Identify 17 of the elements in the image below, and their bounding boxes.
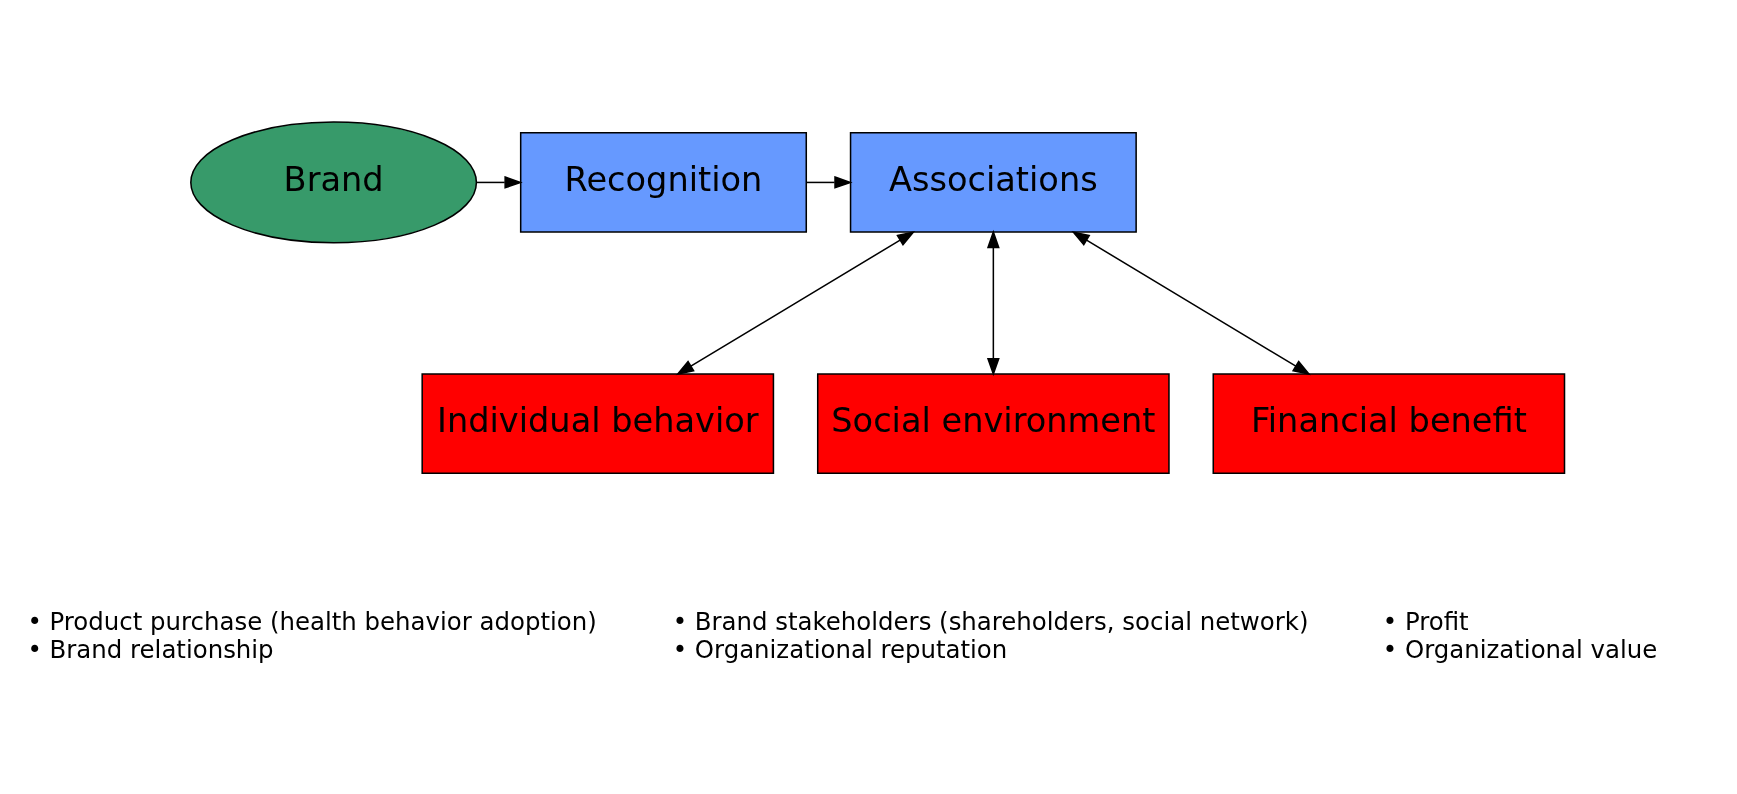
node-ellipse: Brand	[190, 121, 478, 244]
arrow	[675, 230, 916, 376]
node-label: • Product purchase (health behavior adoption)	[27, 607, 597, 637]
arrow	[475, 176, 523, 189]
node-label: • Brand stakeholders (shareholders, social network)	[672, 607, 1309, 637]
node-label: • Organizational reputation	[672, 634, 1008, 664]
arrow	[805, 176, 853, 189]
node-box: Financial benefit	[1212, 373, 1566, 475]
node-box: Individual behavior	[421, 373, 775, 475]
arrow	[986, 229, 1000, 377]
node-box: Recognition	[519, 132, 808, 233]
node-label: • Profit	[1382, 607, 1469, 637]
node-box: Social environment	[816, 373, 1170, 475]
arrow	[1071, 230, 1311, 376]
node-box: Associations	[849, 132, 1137, 233]
node-label: • Brand relationship	[27, 634, 274, 664]
node-label: • Organizational value	[1382, 634, 1658, 664]
